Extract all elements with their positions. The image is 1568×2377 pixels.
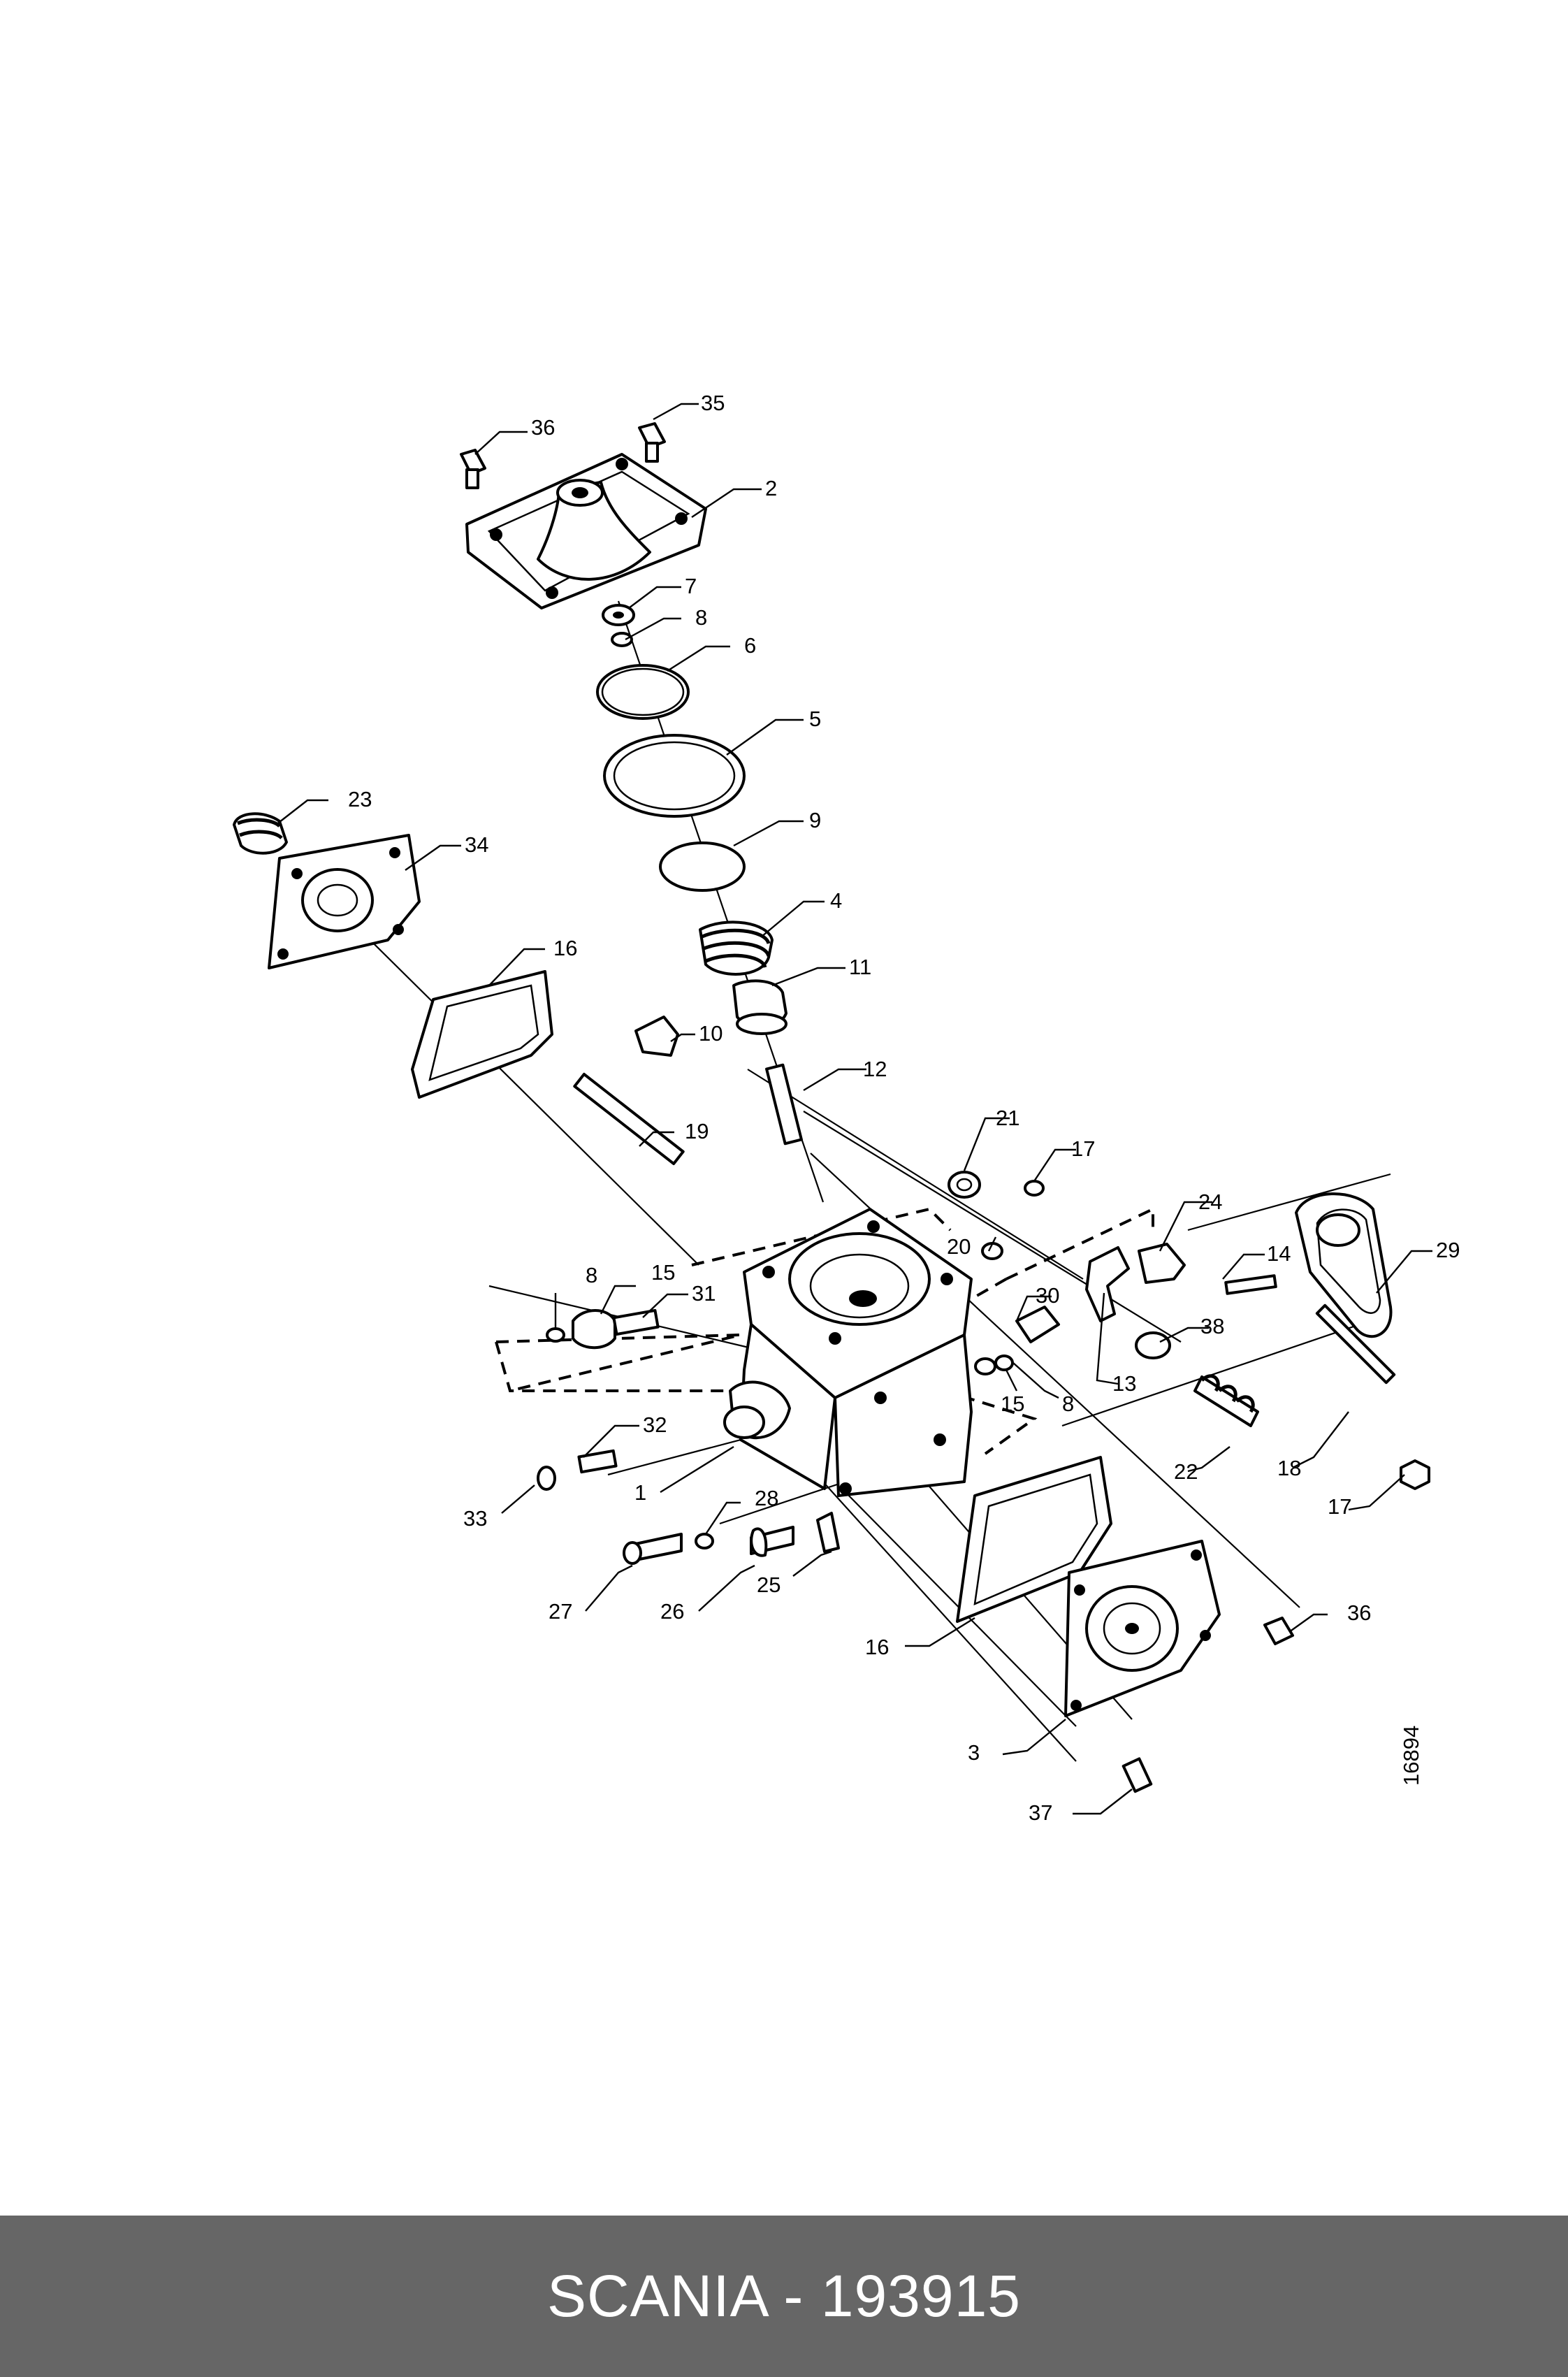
left-side-assembly [233, 812, 685, 1166]
callout-4: 4 [830, 888, 842, 913]
callout-36-top: 36 [531, 415, 555, 440]
callout-11: 11 [849, 955, 871, 979]
callout-16-bottom: 16 [865, 1635, 889, 1659]
callout-25: 25 [757, 1573, 781, 1597]
callout-23: 23 [348, 787, 372, 811]
callout-8-left: 8 [586, 1263, 597, 1287]
assembly-axis-lines [329, 600, 1391, 1762]
callout-5: 5 [809, 707, 821, 731]
callout-21: 21 [996, 1106, 1019, 1130]
callout-15-left: 15 [651, 1260, 675, 1285]
callout-16-left: 16 [553, 936, 577, 960]
callout-31: 31 [692, 1281, 716, 1306]
callout-2: 2 [765, 476, 777, 500]
callout-24: 24 [1198, 1190, 1222, 1214]
callout-33: 33 [463, 1506, 487, 1531]
callout-3: 3 [968, 1740, 980, 1765]
callout-28: 28 [755, 1486, 778, 1510]
footer-title: SCANIA - 193915 [546, 2263, 1022, 2329]
callout-30: 30 [1036, 1283, 1059, 1308]
callout-8-right: 8 [1062, 1392, 1074, 1416]
drawing-number: 16894 [1399, 1726, 1423, 1786]
callout-leaders [275, 403, 1432, 1815]
callout-34: 34 [465, 832, 488, 857]
callout-8-top: 8 [695, 605, 707, 630]
main-housing [723, 1208, 973, 1497]
callout-1: 1 [634, 1480, 646, 1505]
callout-7: 7 [685, 574, 697, 598]
callout-20: 20 [947, 1234, 971, 1259]
callout-labels: 36 35 2 7 8 6 5 23 34 9 4 16 11 10 12 19… [348, 391, 1460, 1825]
diaphragm-stack [596, 604, 803, 1146]
exploded-parts-diagram: 36 35 2 7 8 6 5 23 34 9 4 16 11 10 12 19… [233, 391, 1460, 1825]
callout-15-right: 15 [1001, 1392, 1024, 1416]
footer-banner: SCANIA - 193915 [0, 2216, 1568, 2377]
bottom-cover-assembly [956, 1456, 1221, 1717]
callout-6: 6 [744, 633, 756, 658]
callout-35: 35 [701, 391, 725, 415]
callout-29: 29 [1436, 1238, 1460, 1262]
callout-38: 38 [1200, 1314, 1224, 1338]
callout-36-bottom: 36 [1347, 1601, 1371, 1625]
top-cover-assembly [460, 422, 707, 609]
callout-26: 26 [660, 1599, 684, 1624]
callout-17-top: 17 [1071, 1136, 1095, 1161]
callout-32: 32 [643, 1413, 667, 1437]
callout-17-right: 17 [1328, 1494, 1351, 1519]
callout-37: 37 [1029, 1800, 1052, 1825]
callout-13: 13 [1112, 1371, 1136, 1396]
callout-18: 18 [1277, 1456, 1301, 1480]
callout-19: 19 [685, 1119, 709, 1143]
callout-22: 22 [1174, 1459, 1198, 1484]
linkage-parts [537, 1171, 1430, 1793]
callout-12: 12 [863, 1057, 887, 1081]
callout-27: 27 [549, 1599, 572, 1624]
callout-10: 10 [699, 1021, 723, 1046]
callout-14: 14 [1267, 1241, 1291, 1266]
callout-9: 9 [809, 808, 821, 832]
right-gasket [1295, 1192, 1393, 1338]
